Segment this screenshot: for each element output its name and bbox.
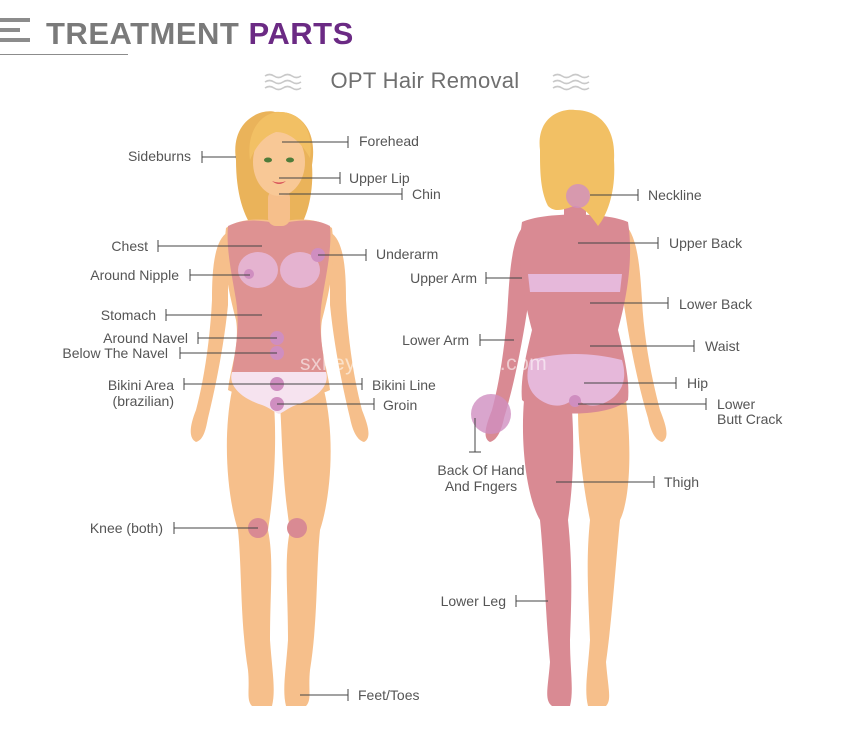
label-lower-butt-sub: Butt Crack	[717, 411, 783, 427]
label-bikini-area-sub: (brazilian)	[112, 393, 174, 409]
label-stomach: Stomach	[100, 307, 156, 323]
front-right-arm	[330, 232, 369, 442]
line-lower-back	[590, 297, 669, 309]
label-chest: Chest	[111, 238, 148, 254]
front-right-leg	[280, 390, 331, 706]
subtitle: OPT Hair Removal	[330, 68, 520, 93]
front-underwear	[231, 372, 327, 414]
back-hair	[539, 109, 615, 226]
line-forehead	[282, 136, 349, 148]
line-back-hand	[469, 418, 481, 453]
watermark: sxkeysun.en.alibaba.com	[300, 352, 548, 375]
label-knee: Knee (both)	[89, 520, 163, 536]
label-forehead: Forehead	[359, 133, 419, 149]
back-spot-neckline	[566, 184, 590, 208]
label-below-navel: Below The Navel	[62, 345, 168, 361]
label-groin: Groin	[383, 397, 418, 413]
front-face	[253, 128, 305, 196]
front-bra-right	[280, 252, 320, 288]
back-left-arm	[485, 222, 528, 442]
front-spot-nipple	[244, 269, 254, 279]
label-lower-arm: Lower Arm	[402, 332, 469, 348]
front-lips	[272, 181, 286, 184]
line-around-navel	[197, 332, 277, 344]
label-feet: Feet/Toes	[358, 687, 420, 703]
back-underwear	[527, 354, 625, 406]
label-chin: Chin	[412, 186, 441, 202]
label-sideburns: Sideburns	[127, 148, 191, 164]
back-spot-hand	[471, 394, 511, 434]
header: TREATMENT PARTS	[0, 10, 420, 55]
back-right-leg	[578, 400, 630, 706]
line-around-nipple	[189, 269, 250, 281]
line-groin	[277, 398, 375, 410]
front-eye-right	[286, 157, 294, 163]
back-right-arm	[622, 222, 667, 442]
front-figure	[190, 111, 369, 706]
label-underarm: Underarm	[376, 246, 439, 262]
label-hip: Hip	[687, 375, 709, 391]
label-lower-butt: Lower	[717, 396, 756, 412]
label-around-navel: Around Navel	[103, 330, 188, 346]
front-bra-left	[238, 252, 278, 288]
label-bikini-line: Bikini Line	[372, 377, 436, 393]
line-bikini-line	[277, 378, 363, 390]
title-accent: PARTS	[248, 16, 354, 51]
back-figure	[471, 109, 667, 706]
line-chest	[157, 240, 262, 252]
label-upper-lip: Upper Lip	[349, 170, 410, 186]
label-thigh: Thigh	[664, 474, 700, 490]
label-bikini-area: Bikini Area	[107, 377, 174, 393]
line-butt-crack	[578, 398, 707, 410]
front-eye-left	[264, 157, 272, 163]
front-neck	[268, 190, 290, 226]
line-below-navel	[179, 347, 277, 359]
label-back-hand-sub: And Fngers	[444, 478, 518, 494]
line-lower-leg	[515, 595, 548, 607]
label-upper-back: Upper Back	[669, 235, 743, 251]
front-hair-top	[249, 112, 311, 160]
line-bikini-area	[183, 378, 277, 390]
label-neckline: Neckline	[648, 187, 702, 203]
line-chin	[279, 188, 403, 200]
label-waist: Waist	[705, 338, 740, 354]
label-back-hand: Back Of Hand	[437, 462, 525, 478]
line-thigh	[556, 476, 655, 488]
wave-left-icon	[264, 73, 302, 91]
title-main: TREATMENT	[46, 16, 240, 51]
label-upper-arm: Upper Arm	[410, 270, 477, 286]
line-hip	[584, 377, 677, 389]
line-feet	[300, 689, 349, 701]
title-underline	[0, 54, 128, 55]
back-left-leg	[522, 400, 574, 706]
line-stomach	[165, 309, 262, 321]
label-lower-back: Lower Back	[679, 296, 753, 312]
line-upper-back	[578, 237, 659, 249]
back-spot-buttcrack	[569, 395, 581, 407]
label-lower-leg: Lower Leg	[440, 593, 506, 609]
front-left-leg	[226, 390, 276, 706]
leader-lines	[157, 136, 707, 701]
line-sideburns	[201, 151, 236, 163]
line-neckline	[590, 189, 639, 201]
front-left-arm	[190, 232, 228, 442]
page-title: TREATMENT PARTS	[46, 16, 354, 52]
back-bra-band	[528, 274, 622, 292]
subtitle-row: OPT Hair Removal	[0, 66, 850, 98]
header-bars-icon	[0, 18, 30, 48]
line-lower-arm	[479, 334, 514, 346]
line-underarm	[318, 249, 367, 261]
line-upper-arm	[485, 272, 522, 284]
label-around-nipple: Around Nipple	[90, 267, 179, 283]
line-knee	[173, 522, 258, 534]
line-upper-lip	[279, 172, 341, 184]
front-spot-knee-right	[287, 518, 307, 538]
wave-right-icon	[552, 73, 590, 91]
line-waist	[590, 340, 695, 352]
